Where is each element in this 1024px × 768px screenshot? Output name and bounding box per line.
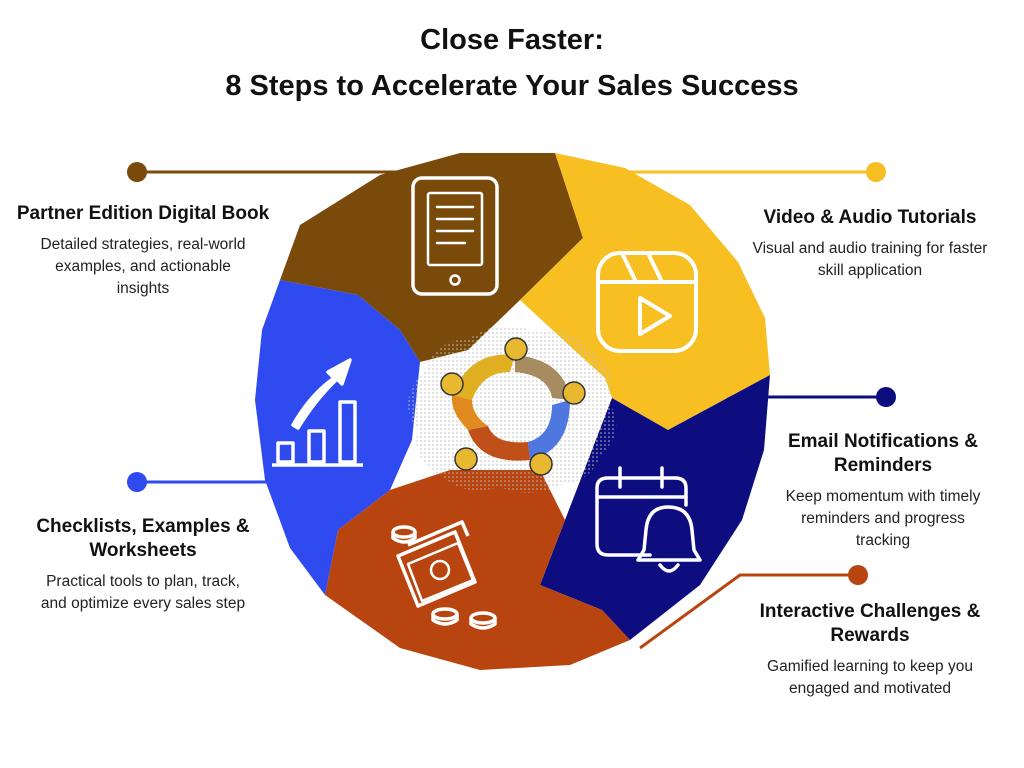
hub-arrow-orange [451,395,488,430]
feature-heading: Checklists, Examples & Worksheets [36,516,250,561]
feature-heading: Email Notifications & Reminders [787,431,979,476]
hub-person-head [562,381,586,405]
feature-block-email: Email Notifications & Reminders Keep mom… [752,430,1014,552]
feature-heading: Video & Audio Tutorials [763,207,977,228]
hub-arrow-rust [468,426,530,461]
feature-description: Practical tools to plan, track, and opti… [40,573,246,612]
page-title: Close Faster: [420,24,604,56]
hub-arrow-tan [515,355,570,400]
connector-dot-challenges [848,565,868,585]
connector-dot-email [876,387,896,407]
feature-block-checklists: Checklists, Examples & Worksheets Practi… [10,515,276,615]
segment-yellow [520,153,770,430]
segment-blue [255,280,420,595]
hub-person-head [504,337,528,361]
hub-person-head [454,447,478,471]
hub-person-head [529,452,553,476]
feature-description: Detailed strategies, real-world examples… [40,236,246,297]
segment-rust [325,470,630,670]
connector-lines [127,162,896,650]
page-subtitle: 8 Steps to Accelerate Your Sales Success [225,70,799,102]
connector-dot-checklists [127,472,147,492]
feature-description: Gamified learning to keep you engaged an… [767,658,973,697]
connector-dot-video [866,162,886,182]
feature-heading: Partner Edition Digital Book [16,203,270,224]
feature-description: Visual and audio training for faster ski… [752,240,988,279]
growth-chart-icon [272,358,363,467]
tablet-icon [411,176,499,296]
calendar-bell-icon [595,466,702,573]
video-play-icon [596,251,698,353]
center-hub [408,325,617,494]
feature-heading: Interactive Challenges & Rewards [759,601,981,646]
hub-person-head [440,372,464,396]
feature-block-challenges: Interactive Challenges & Rewards Gamifie… [726,600,1014,700]
connector-dot-book [127,162,147,182]
feature-block-book: Partner Edition Digital Book Detailed st… [10,202,276,300]
segment-brown [280,153,583,362]
wheel-segments [255,153,770,670]
money-coins-icon [391,520,497,630]
hub-arrow-gold [452,354,515,400]
connector-challenges [639,573,858,650]
feature-description: Keep momentum with timely reminders and … [785,488,981,549]
feature-block-video: Video & Audio Tutorials Visual and audio… [722,206,1018,282]
hub-arrow-blue [528,400,570,460]
